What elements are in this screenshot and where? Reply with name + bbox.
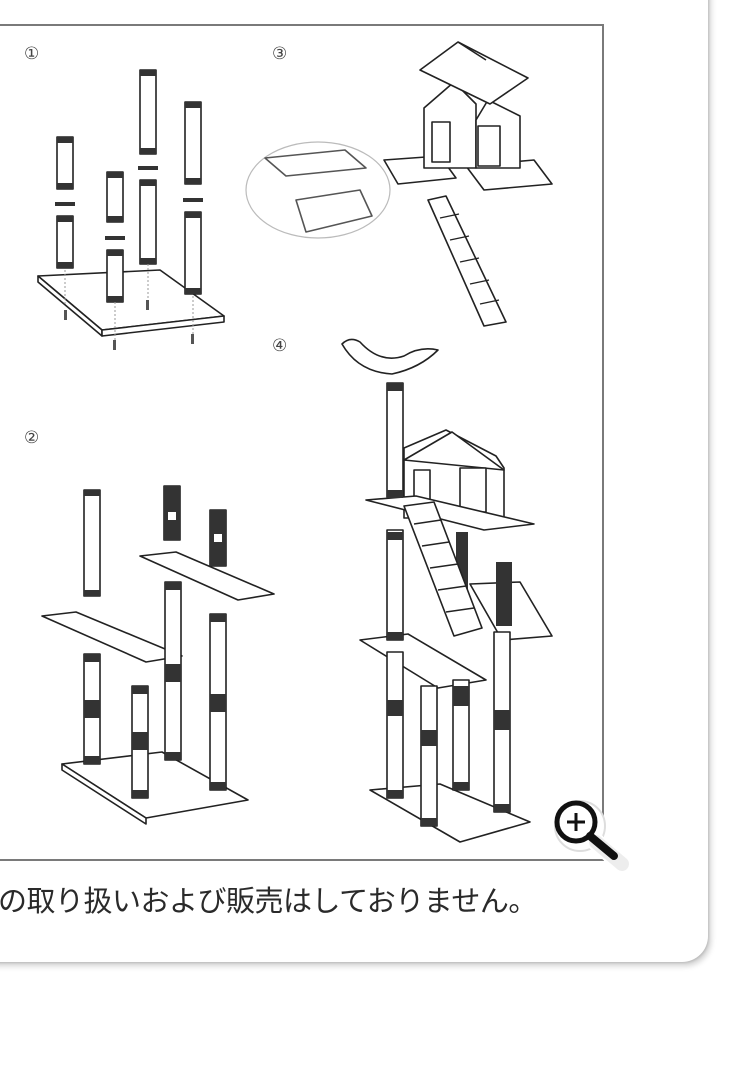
zoom-in-button[interactable] (552, 796, 636, 873)
step-1-illustration (37, 69, 225, 350)
step-2-number: ② (24, 428, 40, 448)
disclaimer-text: の取り扱いおよび販売はしておりません。 (0, 884, 537, 918)
step-3-number: ③ (272, 44, 288, 64)
zoom-in-icon (554, 800, 631, 873)
step-2-illustration (41, 485, 275, 825)
step-4-illustration (341, 338, 553, 843)
step-3-illustration (245, 41, 553, 327)
step-1-number: ① (24, 44, 40, 64)
step-4-number: ④ (272, 336, 288, 356)
